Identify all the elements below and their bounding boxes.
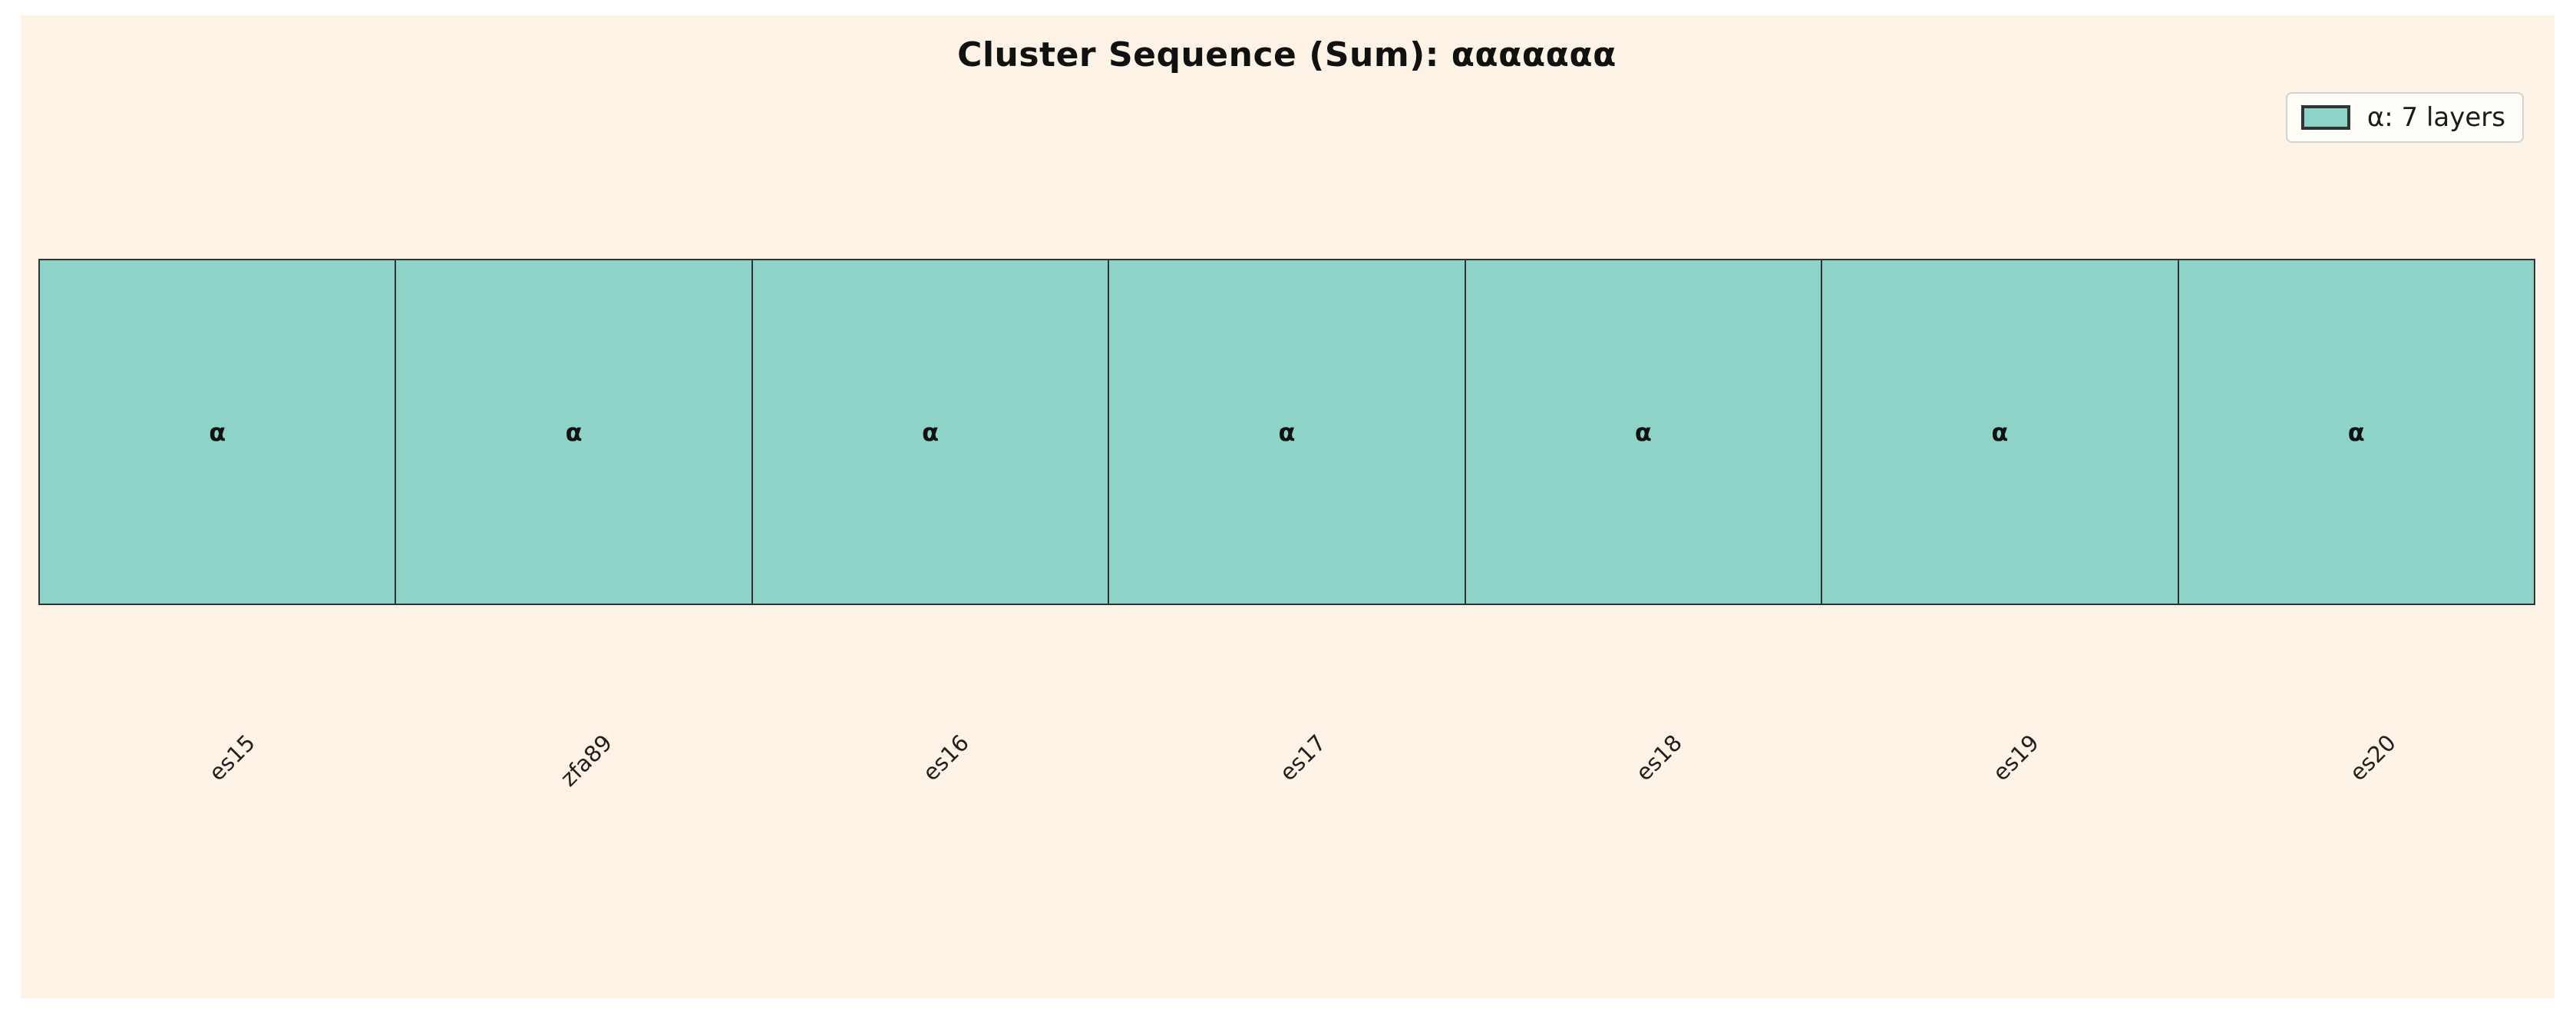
bar-label: α bbox=[1278, 417, 1296, 447]
bar-label: α bbox=[209, 417, 226, 447]
bar-segment: α bbox=[38, 259, 397, 605]
x-tick-label: es18 bbox=[1630, 730, 1688, 786]
bar-segment: α bbox=[1464, 259, 1823, 605]
bar-label: α bbox=[565, 417, 583, 447]
x-tick-label: es17 bbox=[1274, 730, 1331, 786]
bar-label: α bbox=[1991, 417, 2009, 447]
bar-segment: α bbox=[751, 259, 1110, 605]
bar-label: α bbox=[922, 417, 940, 447]
chart-title: Cluster Sequence (Sum): ααααααα bbox=[957, 35, 1617, 74]
bar-label: α bbox=[2347, 417, 2365, 447]
x-tick-label: es16 bbox=[917, 730, 974, 786]
bar-segment: α bbox=[1821, 259, 2179, 605]
bar-segment: α bbox=[395, 259, 753, 605]
x-tick-label: es20 bbox=[2344, 730, 2401, 786]
x-tick-label: es15 bbox=[203, 730, 261, 786]
legend-swatch-icon bbox=[2300, 105, 2350, 130]
bar-label: α bbox=[1634, 417, 1652, 447]
bar-segment: α bbox=[2177, 259, 2535, 605]
legend: α: 7 layers bbox=[2285, 92, 2524, 143]
legend-label: α: 7 layers bbox=[2366, 102, 2505, 133]
x-tick-label: zfa89 bbox=[555, 730, 618, 792]
x-tick-label: es19 bbox=[1987, 730, 2044, 786]
chart-figure: Cluster Sequence (Sum): ααααααα α: 7 lay… bbox=[21, 15, 2555, 998]
bar-segment: α bbox=[1108, 259, 1466, 605]
